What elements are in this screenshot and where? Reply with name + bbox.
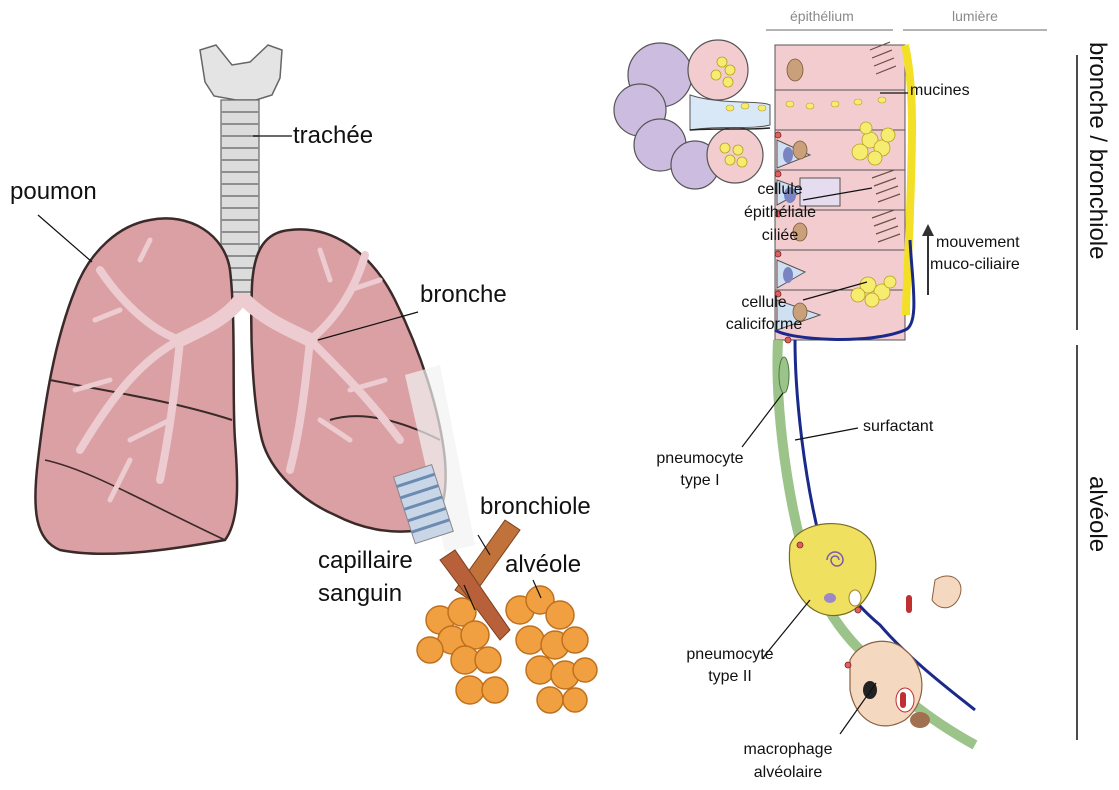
label-surfactant: surfactant — [863, 418, 933, 436]
label-caliciforme-2: caliciforme — [722, 316, 806, 334]
submucosal-gland — [614, 40, 770, 189]
label-alveole-small: alvéole — [505, 551, 581, 579]
header-epithelium: épithélium — [790, 8, 854, 24]
label-bronchiole: bronchiole — [480, 493, 591, 521]
label-caliciforme-1: cellule — [722, 294, 806, 312]
label-pneumo2-1: pneumocyte — [670, 646, 790, 664]
header-lumiere: lumière — [952, 8, 998, 24]
epithelium-diagram — [614, 30, 1077, 745]
label-cellule-ep-1: cellule — [740, 181, 820, 199]
label-sanguin: sanguin — [318, 580, 402, 608]
label-capillaire: capillaire — [318, 547, 413, 575]
label-mouvement-2: muco-ciliaire — [930, 256, 1020, 274]
label-macro-2: alvéolaire — [728, 764, 848, 782]
left-lung — [35, 218, 237, 553]
label-bronche: bronche — [420, 281, 507, 309]
label-mouvement-1: mouvement — [936, 234, 1020, 252]
label-cellule-ep-2: épithéliale — [740, 204, 820, 222]
label-pneumo1-1: pneumocyte — [640, 450, 760, 468]
side-label-alveole: alvéole — [1083, 476, 1111, 552]
label-macro-1: macrophage — [728, 741, 848, 759]
label-pneumo2-2: type II — [670, 668, 790, 686]
label-cellule-ep-3: ciliée — [740, 227, 820, 245]
alveoli-cluster — [417, 586, 597, 713]
side-label-bronche-bronchiole: bronche / bronchiole — [1083, 42, 1111, 259]
label-poumon: poumon — [10, 178, 97, 206]
type-2-pneumocyte — [789, 524, 876, 616]
label-pneumo1-2: type I — [640, 472, 760, 490]
label-mucines: mucines — [910, 82, 970, 100]
alveolar-macrophage — [850, 641, 930, 728]
label-trachee: trachée — [293, 122, 373, 150]
